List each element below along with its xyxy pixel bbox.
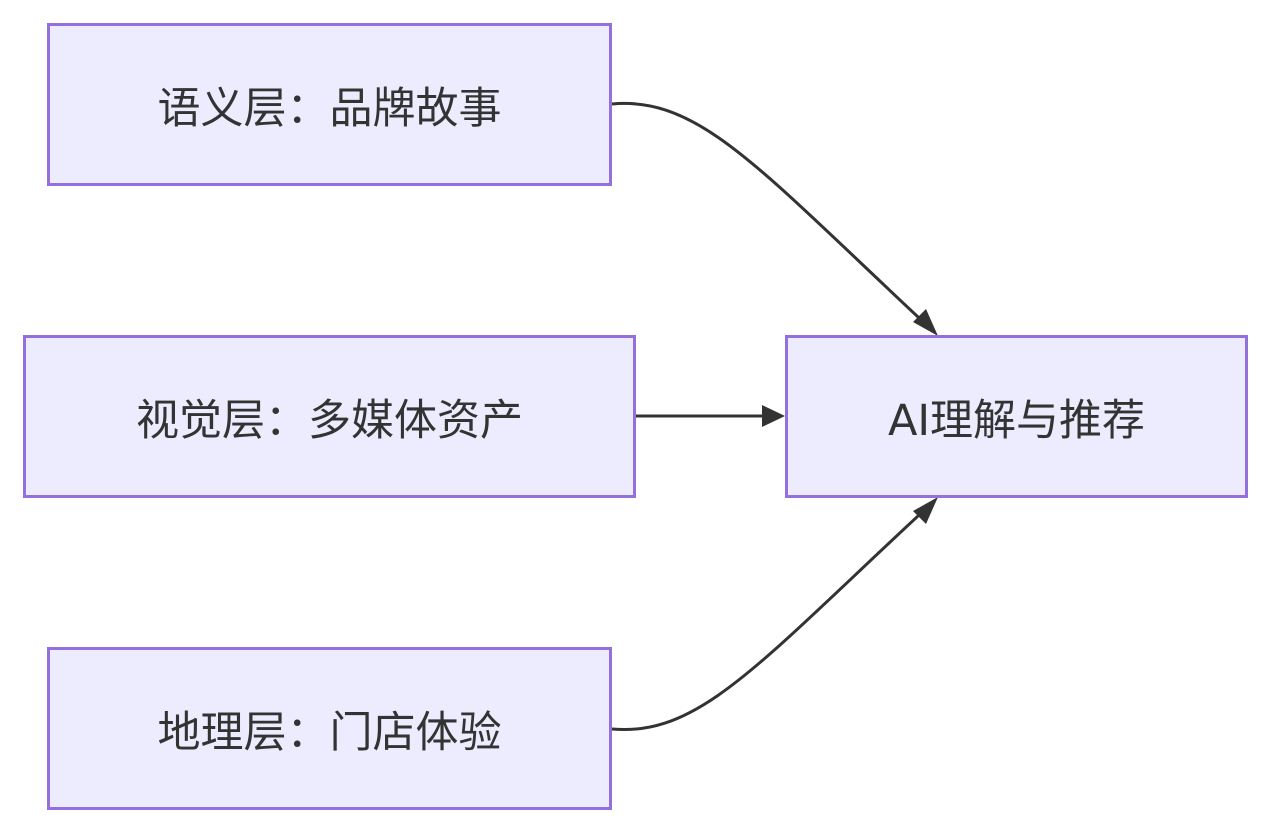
node-ai-understanding: AI理解与推荐: [785, 335, 1248, 498]
node-geo-label: 地理层：门店体验: [157, 707, 502, 758]
edge-geo-to-ai: [611, 501, 934, 732]
node-visual-label: 视觉层：多媒体资产: [136, 395, 523, 446]
node-geo-layer: 地理层：门店体验: [47, 647, 612, 810]
node-semantic-layer: 语义层：品牌故事: [47, 23, 612, 186]
node-semantic-label: 语义层：品牌故事: [157, 83, 502, 134]
arrowhead-geo-to-ai: [913, 497, 938, 524]
arrowhead-visual-to-ai: [762, 405, 785, 427]
edge-semantic-to-ai: [611, 101, 934, 332]
node-ai-label: AI理解与推荐: [887, 395, 1146, 446]
arrowhead-semantic-to-ai: [913, 309, 938, 336]
node-visual-layer: 视觉层：多媒体资产: [23, 335, 636, 498]
